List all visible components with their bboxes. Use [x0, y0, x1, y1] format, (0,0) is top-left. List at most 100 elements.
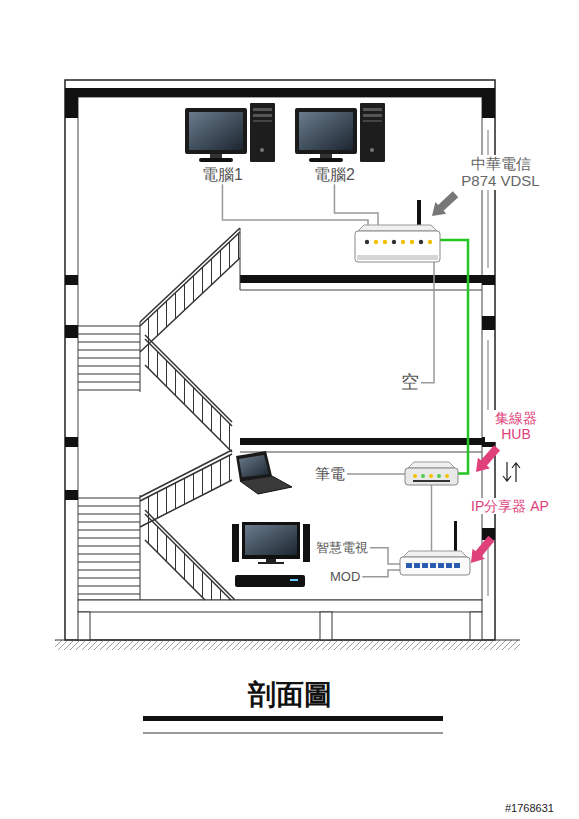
- network-cable: [421, 262, 434, 383]
- network-device: 中華電信 P874 VDSL: [355, 225, 440, 262]
- ap-icon: [430, 563, 436, 568]
- building-shell: [320, 612, 332, 640]
- modem-icon: [374, 240, 378, 244]
- building-shell: [65, 88, 495, 97]
- modem-icon: [355, 231, 440, 262]
- swap-arrows: [503, 462, 511, 481]
- network-cable: [370, 548, 400, 564]
- staircase: [140, 232, 240, 352]
- ap-icon: [400, 551, 470, 575]
- modem-icon: [428, 240, 432, 244]
- building-shell: [65, 275, 78, 285]
- tv-icon: [232, 522, 310, 564]
- staircase: [78, 498, 140, 594]
- building-shell: [240, 452, 482, 453]
- hub-icon: [413, 474, 417, 478]
- modem-icon: [419, 240, 423, 244]
- tv-icon: [245, 525, 297, 555]
- building-shell: [482, 275, 495, 285]
- hub-icon: [421, 474, 425, 478]
- tv-icon: [258, 562, 284, 564]
- device-label-text: 筆電: [313, 465, 347, 483]
- device-label-text: 智慧電視: [314, 540, 370, 556]
- building-shell: [55, 640, 520, 650]
- ap-icon: [400, 557, 470, 575]
- staircase: [140, 450, 232, 527]
- building-shell: [78, 600, 482, 612]
- laptop-icon: [240, 476, 292, 494]
- computer-icon: [253, 120, 272, 122]
- modem-icon: [410, 240, 414, 244]
- staircase: [140, 228, 240, 600]
- building-shell: [240, 275, 482, 283]
- network-cable: [334, 184, 378, 225]
- hub-icon: [429, 474, 433, 478]
- laptop-icon: [236, 451, 292, 494]
- device-label-text: 電腦2: [312, 165, 357, 184]
- device-label: 智慧電視: [314, 540, 370, 556]
- building-shell: [65, 88, 78, 118]
- hub-icon: [408, 462, 455, 468]
- swap-arrows: [503, 462, 520, 482]
- network-cable: [362, 570, 400, 577]
- ap-icon: [403, 551, 467, 557]
- callout-label: 中華電信 P874 VDSL: [453, 155, 548, 190]
- building-shell: [482, 88, 495, 118]
- computer-icon: [185, 103, 275, 162]
- callout-label: 集線器 HUB: [485, 410, 547, 442]
- title-underline: [143, 716, 443, 733]
- computer-icon: [260, 148, 264, 152]
- tv-icon: [303, 524, 310, 562]
- hub-icon: [413, 480, 450, 482]
- building-shell: [488, 130, 489, 596]
- modem-icon: [357, 255, 438, 260]
- building-shell: [240, 438, 482, 445]
- building-shell: [78, 612, 90, 640]
- tv-icon: [232, 524, 239, 562]
- building-shell: [78, 97, 482, 600]
- hub-icon: [405, 468, 458, 485]
- network-cable: [347, 473, 405, 475]
- swap-arrows: [512, 463, 520, 482]
- building-shell: [65, 437, 78, 447]
- device-label: MOD: [328, 569, 362, 585]
- ap-icon: [438, 563, 444, 568]
- mod-box-icon: [235, 575, 305, 587]
- modem-icon: [401, 240, 405, 244]
- ap-icon: [446, 563, 452, 568]
- tv-icon: [242, 522, 300, 559]
- modem-icon: [355, 225, 440, 262]
- staircase: [140, 228, 240, 352]
- building-shell: [65, 325, 78, 338]
- callout-arrow: [470, 443, 503, 478]
- laptop-icon: [239, 455, 269, 477]
- ap-icon: [406, 563, 412, 568]
- hub-icon: [445, 474, 449, 478]
- computer-icon: [189, 112, 243, 150]
- device-label: 電腦1: [200, 165, 245, 184]
- network-device: IP分享器 AP: [400, 551, 470, 575]
- staircase: [145, 510, 235, 600]
- device-label-text: 電腦1: [200, 165, 245, 184]
- title-underline: [143, 716, 443, 721]
- building-shell: [240, 290, 482, 291]
- ap-icon: [422, 563, 428, 568]
- building-shell: [65, 80, 495, 640]
- device-label-text: 空: [399, 372, 421, 394]
- modem-icon: [383, 240, 387, 244]
- computer-icon: [253, 108, 272, 111]
- hub-icon: [405, 462, 458, 485]
- hub-icon: [437, 474, 441, 478]
- callout-arrow: [427, 188, 461, 221]
- modem-icon: [392, 240, 396, 244]
- modem-icon: [365, 240, 369, 244]
- computer-icon: [199, 158, 233, 162]
- network-cable: [222, 184, 368, 225]
- staircase: [78, 228, 240, 600]
- ap-icon: [454, 521, 457, 553]
- watermark: #1768631: [505, 802, 554, 814]
- mod-box-icon: [290, 579, 298, 581]
- device-label-text: MOD: [328, 569, 362, 585]
- title-underline: [143, 733, 443, 734]
